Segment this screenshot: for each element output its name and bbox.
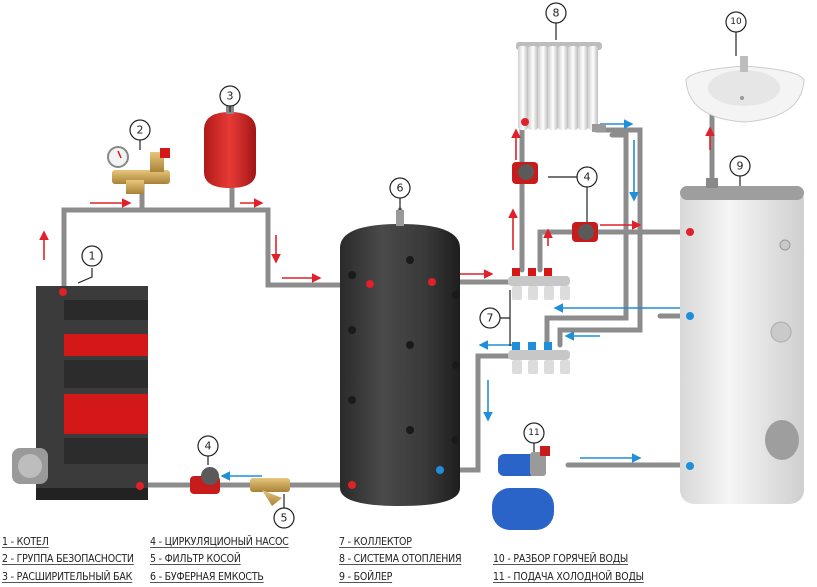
- legend-item-3: 3 - РАСШИРИТЕЛЬНЫЙ БАК: [2, 571, 133, 583]
- y-strainer: [250, 478, 290, 506]
- cold-flow-arrows: [220, 119, 680, 481]
- svg-text:11: 11: [528, 428, 539, 438]
- legend-item-6: 6 - БУФЕРНАЯ ЕМКОСТЬ: [150, 571, 264, 583]
- svg-text:9: 9: [737, 160, 744, 173]
- water-pump-station: [492, 446, 554, 530]
- collector-lower: [508, 342, 570, 374]
- callout-10: 10: [725, 11, 747, 33]
- svg-text:3: 3: [227, 90, 234, 103]
- legend-item-8: 8 - СИСТЕМА ОТОПЛЕНИЯ: [339, 553, 462, 565]
- legend-item-1: 1 - КОТЕЛ: [2, 536, 49, 548]
- legend-item-2: 2 - ГРУППА БЕЗОПАСНОСТИ: [2, 553, 134, 565]
- svg-text:7: 7: [487, 312, 494, 325]
- callout-4-heating-pump: 4: [576, 166, 598, 188]
- legend-item-10: 10 - РАЗБОР ГОРЯЧЕЙ ВОДЫ: [493, 553, 629, 565]
- callout-1: 1: [81, 245, 103, 267]
- callout-7: 7: [479, 307, 501, 329]
- svg-text:1: 1: [89, 250, 96, 263]
- callout-11: 11: [523, 422, 545, 444]
- pump-boiler-circuit: [190, 467, 220, 494]
- heating-system-diagram: 1 2 3 4 4 5 6 7: [12, 2, 805, 530]
- callout-5: 5: [273, 507, 295, 529]
- radiator: [516, 42, 606, 132]
- collector-upper: [508, 268, 570, 300]
- callout-6: 6: [389, 177, 411, 199]
- callout-2: 2: [129, 119, 151, 141]
- callout-8: 8: [545, 2, 567, 24]
- pump-heating-circuit: [512, 162, 538, 184]
- legend-item-11: 11 - ПОДАЧА ХОЛОДНОЙ ВОДЫ: [493, 571, 644, 583]
- svg-text:6: 6: [397, 182, 404, 195]
- legend-item-7: 7 - КОЛЛЕКТОР: [339, 536, 412, 548]
- dhw-boiler: [680, 178, 804, 504]
- callout-4-boiler-pump: 4: [197, 435, 219, 457]
- expansion-tank: [204, 104, 256, 188]
- safety-group: [107, 146, 170, 194]
- svg-text:4: 4: [205, 440, 212, 453]
- svg-text:4: 4: [584, 171, 591, 184]
- pump-dhw-circuit: [572, 222, 598, 242]
- callout-9: 9: [729, 155, 751, 177]
- legend-item-5: 5 - ФИЛЬТР КОСОЙ: [150, 553, 241, 565]
- svg-text:8: 8: [553, 7, 560, 20]
- legend-item-4: 4 - ЦИРКУЛЯЦИОНЫЙ НАСОС: [150, 536, 289, 548]
- legend: 1 - КОТЕЛ 2 - ГРУППА БЕЗОПАСНОСТИ 3 - РА…: [0, 534, 817, 587]
- wash-basin: [685, 56, 805, 123]
- svg-text:10: 10: [730, 17, 742, 27]
- hot-flow-arrows: [39, 126, 715, 283]
- svg-text:5: 5: [281, 512, 288, 525]
- svg-text:2: 2: [137, 124, 144, 137]
- buffer-tank: [340, 210, 460, 506]
- callout-3: 3: [219, 85, 241, 107]
- solid-fuel-boiler: [12, 286, 148, 500]
- callout-markers: 1 2 3 4 4 5 6 7: [81, 2, 751, 529]
- legend-item-9: 9 - БОЙЛЕР: [339, 571, 393, 583]
